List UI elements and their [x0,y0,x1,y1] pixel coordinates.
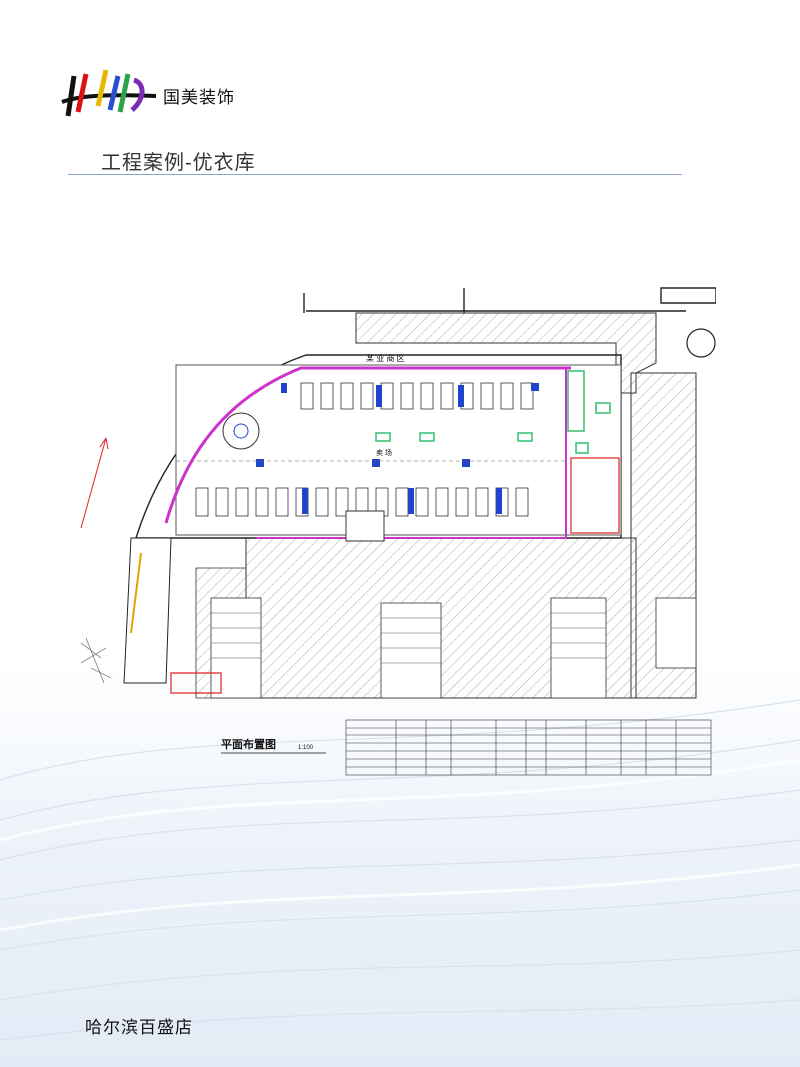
street-label: 某 业 商 区 [366,353,405,363]
area-schedule-table [345,719,712,776]
fixture-rows [195,382,534,517]
entry-arrow [80,437,107,529]
sales-floor-label: 卖 场 [376,448,392,457]
brand-name: 国美装饰 [163,88,235,107]
cashier-area [570,457,620,534]
round-display [222,412,260,450]
storefront-glazing [164,366,571,524]
escalator-symbol [686,328,716,358]
green-fixtures [375,370,611,454]
floor-plan-drawing: 某 业 商 区 卖 场 [80,287,716,776]
header-divider [68,174,682,175]
plan-scale: 1:100 [298,745,314,751]
stair-cores [210,597,697,699]
store-location: 哈尔滨百盛店 [85,1018,193,1037]
stair-treads [211,612,606,664]
plan-title: 平面布置图 [221,737,276,751]
company-logo [61,69,157,117]
page-title: 工程案例-优衣库 [101,152,256,174]
display-tables [256,383,539,514]
